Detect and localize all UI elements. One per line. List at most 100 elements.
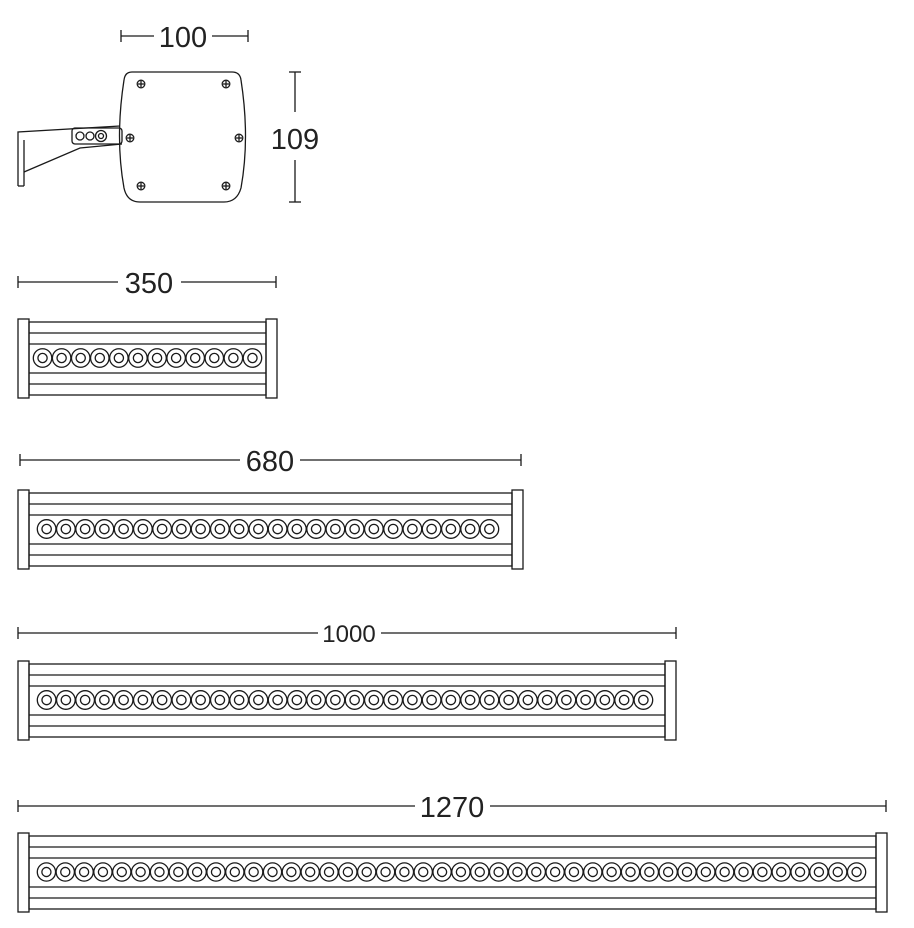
led-lens-inner (189, 352, 201, 364)
led-lens-inner (549, 866, 561, 878)
screw-icons (125, 79, 244, 191)
led-lens (94, 519, 115, 539)
led-lens-inner (832, 866, 843, 878)
led-lens-inner (599, 694, 611, 706)
led-lens-inner (644, 866, 655, 878)
led-lens-inner (368, 694, 380, 706)
led-lens-inner (154, 866, 165, 878)
led-lens (451, 862, 471, 882)
led-row-350 (32, 348, 263, 368)
led-lens-inner (176, 694, 187, 706)
led-lens-inner (681, 866, 693, 878)
fixture-1270 (17, 800, 888, 913)
led-lens (752, 862, 773, 882)
led-lens-inner (195, 523, 206, 535)
led-lens (190, 690, 211, 710)
led-lens-inner (75, 352, 86, 364)
led-lens-inner (210, 866, 222, 878)
led-lens-inner (323, 866, 335, 878)
led-lens (36, 690, 57, 710)
led-lens-inner (426, 523, 437, 535)
led-lens (55, 519, 76, 539)
led-lens (479, 690, 500, 710)
led-lens (575, 690, 596, 710)
led-lens (846, 862, 867, 882)
fixture-length-label-1270: 1270 (420, 792, 485, 824)
led-lens (733, 862, 754, 882)
led-lens (677, 862, 697, 882)
end-cap-left (17, 489, 30, 570)
led-lens (696, 862, 716, 882)
led-lens (556, 690, 577, 710)
led-lens (168, 862, 189, 882)
led-lens (526, 862, 547, 882)
led-lens-inner (156, 523, 168, 535)
led-lens (460, 519, 481, 539)
led-lens-inner (151, 352, 163, 364)
led-lens-inner (349, 523, 360, 535)
led-lens (74, 862, 94, 882)
led-lens-inner (118, 523, 129, 535)
led-lens-inner (291, 523, 303, 535)
led-lens-inner (209, 352, 220, 364)
led-lens (545, 862, 565, 882)
led-row-1000 (36, 690, 654, 710)
led-lens (94, 690, 115, 710)
led-lens-inner (330, 694, 341, 706)
led-lens-inner (568, 866, 580, 878)
led-lens-inner (757, 866, 768, 878)
led-lens-inner (60, 523, 72, 535)
led-lens-inner (474, 866, 485, 878)
led-lens (55, 862, 76, 882)
led-lens-inner (484, 523, 495, 535)
led-lens (306, 519, 327, 539)
led-lens (771, 862, 791, 882)
led-lens-inner (387, 694, 399, 706)
led-lens-inner (94, 352, 106, 364)
led-lens (108, 348, 129, 368)
led-lens-inner (247, 352, 258, 364)
led-lens (248, 519, 269, 539)
led-lens-inner (99, 694, 110, 706)
led-lens-inner (267, 866, 278, 878)
led-lens (633, 690, 654, 710)
led-lens-inner (445, 694, 457, 706)
end-cap-left (17, 660, 30, 741)
led-lens (113, 690, 134, 710)
led-lens-inner (445, 523, 457, 535)
led-lens (432, 862, 452, 882)
led-lens-inner (41, 694, 52, 706)
led-lens-inner (522, 694, 534, 706)
led-lens-inner (229, 866, 241, 878)
led-lens (507, 862, 528, 882)
mounting-bracket (17, 125, 123, 187)
fixture-680 (17, 454, 524, 570)
led-lens (790, 862, 810, 882)
led-lens-inner (118, 694, 129, 706)
led-lens-inner (361, 866, 372, 878)
led-lens (325, 519, 346, 539)
end-cap-left (17, 318, 30, 399)
side-width-label: 100 (159, 22, 207, 54)
length-dimension-680 (19, 454, 522, 466)
led-lens (402, 519, 423, 539)
led-lens-inner (132, 352, 144, 364)
led-lens-inner (310, 694, 322, 706)
led-lens-inner (625, 866, 636, 878)
led-lens (223, 348, 244, 368)
led-lens-inner (99, 523, 110, 535)
led-lens (209, 519, 230, 539)
led-lens-inner (304, 866, 316, 878)
led-lens-inner (195, 694, 206, 706)
led-lens (36, 519, 57, 539)
led-lens-inner (60, 866, 71, 878)
led-lens (132, 519, 153, 539)
led-lens-inner (541, 694, 553, 706)
led-lens (537, 690, 558, 710)
led-lens (130, 862, 151, 882)
led-lens (132, 690, 153, 710)
led-lens (51, 348, 72, 368)
led-lens (32, 348, 53, 368)
led-lens (421, 519, 442, 539)
led-lens (36, 862, 57, 882)
